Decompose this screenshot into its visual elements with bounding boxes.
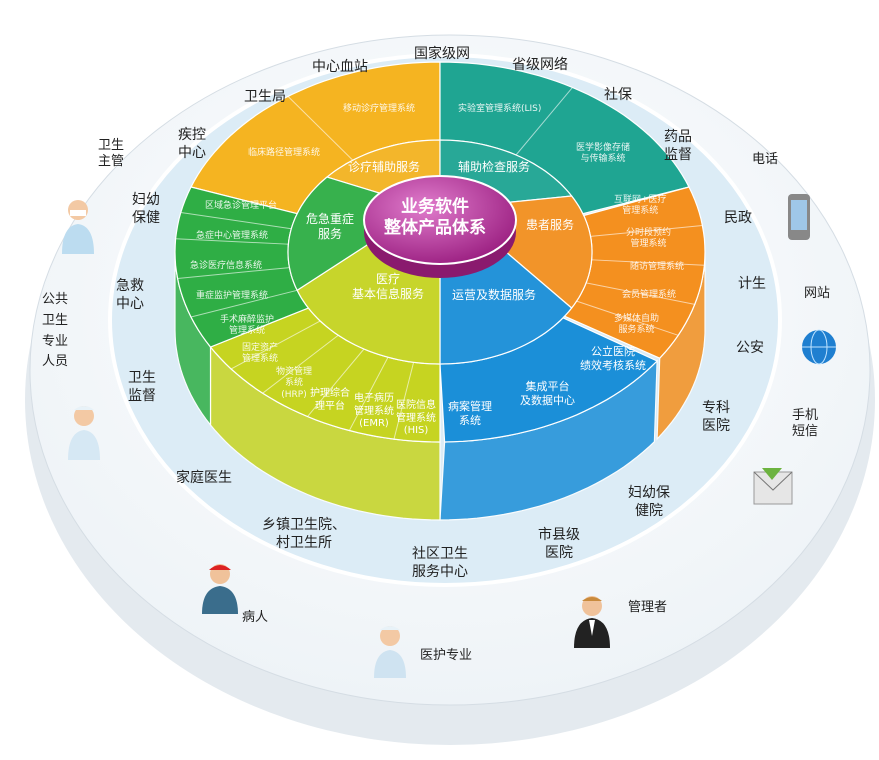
- system-label: 医院信息 管理系统 (HIS): [396, 400, 436, 436]
- outer-label: 妇幼保 健院: [628, 485, 670, 519]
- product-disk: [174, 61, 706, 521]
- system-label: 急症中心管理系统: [196, 231, 269, 241]
- system-label: 互联网+医疗 管理系统: [614, 195, 667, 217]
- outer-label: 公安: [736, 340, 764, 356]
- outer-label: 乡镇卫生院、 村卫生所: [262, 517, 346, 551]
- center-hub: [363, 175, 517, 265]
- segment-divider: [590, 225, 703, 237]
- segment-divider: [307, 348, 365, 417]
- inner-patient: 患者服务: [526, 218, 575, 232]
- center-title: 业务软件 整体产品体系: [384, 197, 486, 239]
- inner-clinical-aux: 诊疗辅助服务: [348, 160, 421, 174]
- manager-person-icon: [574, 596, 610, 648]
- inner-basic-info: 医疗 基本信息服务: [352, 272, 425, 301]
- system-label: 分时段预约 管理系统: [626, 228, 672, 250]
- segment-divider: [180, 212, 292, 230]
- segment-divider: [190, 289, 298, 318]
- system-label: 物资管理 系统 (HRP): [276, 367, 313, 400]
- system-label: 随访管理系统: [630, 262, 685, 272]
- system-label: 移动诊疗管理系统: [343, 104, 416, 114]
- outer-label: 省级网络: [512, 57, 568, 73]
- system-label: 会员管理系统: [622, 290, 677, 300]
- edge-phone: 电话: [752, 152, 779, 167]
- segment-divider: [515, 87, 573, 156]
- outer-label: 计生: [738, 276, 766, 292]
- nurse-person-icon: [68, 406, 100, 460]
- system-label: 集成平台 及数据中心: [520, 380, 575, 407]
- outer-label: 卫生局: [244, 89, 286, 105]
- globe-icon: [802, 329, 836, 365]
- outer-label: 急救 中心: [116, 278, 144, 312]
- system-label: 多媒体自助 服务系统: [614, 314, 660, 336]
- edge-patient: 病人: [242, 610, 269, 625]
- segment-divider: [177, 267, 290, 279]
- doctor-person-icon: [62, 200, 94, 254]
- segment-divider: [287, 96, 354, 161]
- outer-label: 疾控 中心: [178, 127, 206, 161]
- system-label: 公立医院 绩效考核系统: [580, 345, 646, 372]
- outer-label: 市县级 医院: [538, 527, 580, 561]
- system-label: 急诊医疗信息系统: [190, 261, 263, 271]
- segment-divider: [230, 320, 321, 370]
- outer-label: 民政: [724, 210, 752, 226]
- edge-sms: 手机 短信: [792, 408, 819, 440]
- segment-divider: [175, 238, 289, 245]
- system-label: 手术麻醉监护 管理系统: [220, 315, 275, 337]
- outer-label: 妇幼 保健: [132, 192, 160, 226]
- segment-divider: [576, 300, 679, 336]
- system-label: 病案管理 系统: [448, 400, 492, 427]
- system-label: 医学影像存储 与传输系统: [576, 143, 631, 165]
- segment-divider: [586, 282, 695, 305]
- outer-label: 专科 医院: [702, 400, 730, 434]
- outer-label: 中心血站: [312, 59, 368, 75]
- envelope-icon: [753, 468, 793, 505]
- outer-label: 社区卫生 服务中心: [412, 546, 468, 580]
- segment-divider: [262, 334, 339, 394]
- outer-label: 药品 监督: [664, 129, 692, 163]
- outer-label: 卫生 监督: [128, 370, 156, 404]
- segment-divider: [591, 259, 705, 266]
- edge-medical: 医护专业: [420, 648, 473, 663]
- inner-exam-aux: 辅助检查服务: [458, 160, 531, 174]
- system-label: 区域急诊管理平台: [205, 201, 278, 211]
- system-label: 护理综合 理平台: [310, 388, 350, 412]
- medical-staff-person-icon: [374, 626, 406, 678]
- outer-label: 家庭医生: [176, 470, 232, 486]
- system-label: 电子病历 管理系统 (EMR): [354, 393, 394, 429]
- system-label: 重症监护管理系统: [196, 291, 269, 301]
- system-label: 实验室管理系统(LIS): [458, 104, 542, 114]
- outer-label: 国家级网: [414, 46, 470, 62]
- system-label: 固定资产 管理系统: [242, 343, 279, 365]
- edge-public-health: 公共 卫生 专业 人员: [42, 292, 69, 370]
- inner-ops: 运营及数据服务: [452, 288, 537, 302]
- edge-website: 网站: [804, 286, 831, 301]
- phone-icon: [788, 194, 810, 240]
- edge-manager: 管理者: [628, 600, 668, 615]
- system-label: 临床路径管理系统: [248, 148, 321, 158]
- patient-person-icon: [202, 564, 238, 614]
- outer-label: 社保: [604, 87, 632, 103]
- inner-emergency: 危急重症 服务: [306, 212, 355, 241]
- segment-divider: [348, 357, 389, 431]
- segment-divider: [393, 362, 415, 440]
- edge-health-admin: 卫生 主管: [98, 138, 125, 170]
